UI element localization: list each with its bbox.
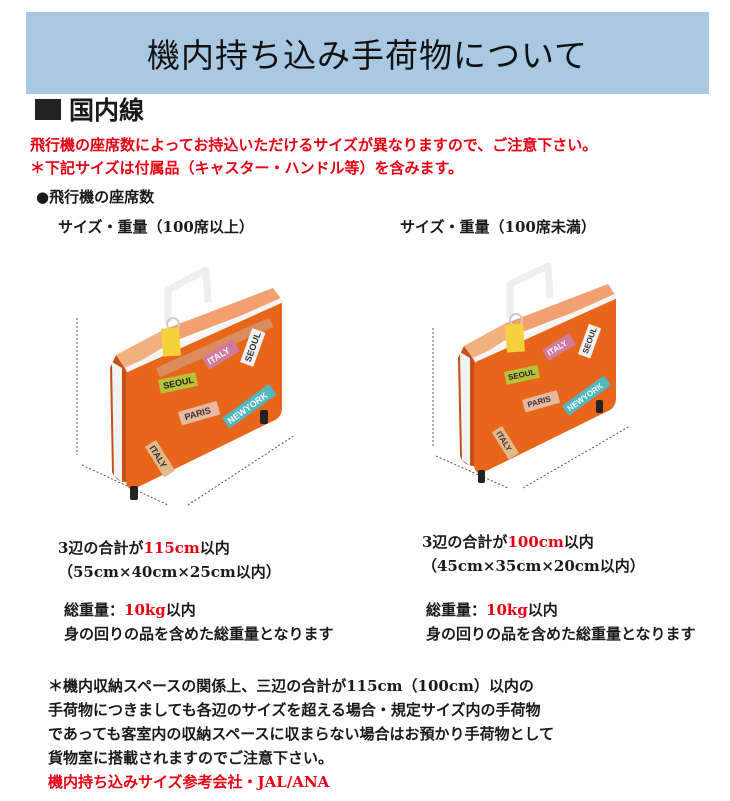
weight-note-large: 身の回りの品を含めた総重量となります [64, 625, 334, 643]
suitcase-body [458, 284, 618, 474]
wheels [478, 400, 603, 483]
page-title: 機内持ち込み手荷物について [146, 36, 588, 75]
size-dims-small: （45cm×35cm×20cm以内） [422, 557, 645, 575]
suitcase-illustration-small: SEOUL ITALY SEOUL PARIS NEWYORK ITALY [432, 262, 631, 489]
footer-line: であっても客室内の収納スペースに収まらない場合はお預かり手荷物として [48, 725, 555, 743]
luggage-tag [505, 313, 525, 353]
suitcase-illustration-large: SEOUL ITALY SEOUL PARIS NEWYORK ITALY [76, 266, 296, 506]
weight-limit-large: 総重量：10kg以内 [64, 601, 196, 619]
suitcase-body [110, 288, 284, 490]
subheading: ●飛行機の座席数 [36, 188, 155, 206]
dimension-lines [432, 328, 631, 489]
size-info-large: 3辺の合計が115cm以内 （55cm×40cm×25cm以内） [58, 536, 281, 584]
section-header: 国内線 [35, 92, 144, 126]
footer-reference: 機内持ち込みサイズ参考会社・JAL/ANA [48, 773, 330, 791]
luggage-tag [161, 317, 181, 357]
wheels [130, 410, 268, 500]
footer-line: 手荷物につきましても各辺のサイズを超える場合・規定サイズ内の手荷物 [48, 701, 541, 719]
size-sum-large: 3辺の合計が115cm以内 [58, 539, 230, 557]
column-label-small: サイズ・重量（100席未満） [400, 218, 596, 236]
notice-seat-count: 飛行機の座席数によってお持込いただけるサイズが異なりますので、ご注意下さい。 [30, 136, 598, 154]
column-label-large: サイズ・重量（100席以上） [58, 218, 254, 236]
dimension-lines [76, 318, 296, 506]
weight-info-small: 総重量：10kg以内 身の回りの品を含めた総重量となります [426, 598, 696, 646]
notice-accessories: ＊下記サイズは付属品（キャスター・ハンドル等）を含みます。 [30, 159, 464, 177]
size-info-small: 3辺の合計が100cm以内 （45cm×35cm×20cm以内） [422, 530, 645, 578]
weight-note-small: 身の回りの品を含めた総重量となります [426, 625, 696, 643]
black-square-icon [35, 98, 61, 120]
weight-limit-small: 総重量：10kg以内 [426, 601, 558, 619]
weight-info-large: 総重量：10kg以内 身の回りの品を含めた総重量となります [64, 598, 334, 646]
footer-line: ＊機内収納スペースの関係上、三辺の合計が115cm（100cm）以内の [48, 677, 534, 695]
size-dims-large: （55cm×40cm×25cm以内） [58, 563, 281, 581]
footer-notes: ＊機内収納スペースの関係上、三辺の合計が115cm（100cm）以内の 手荷物に… [48, 674, 554, 794]
footer-line: 貨物室に搭載されますのでご注意下さい。 [48, 749, 334, 767]
size-sum-small: 3辺の合計が100cm以内 [422, 533, 594, 551]
suitcase-handle [164, 266, 212, 322]
suitcase-handle [506, 262, 554, 318]
section-title: 国内線 [69, 96, 145, 125]
title-banner: 機内持ち込み手荷物について [26, 12, 709, 94]
